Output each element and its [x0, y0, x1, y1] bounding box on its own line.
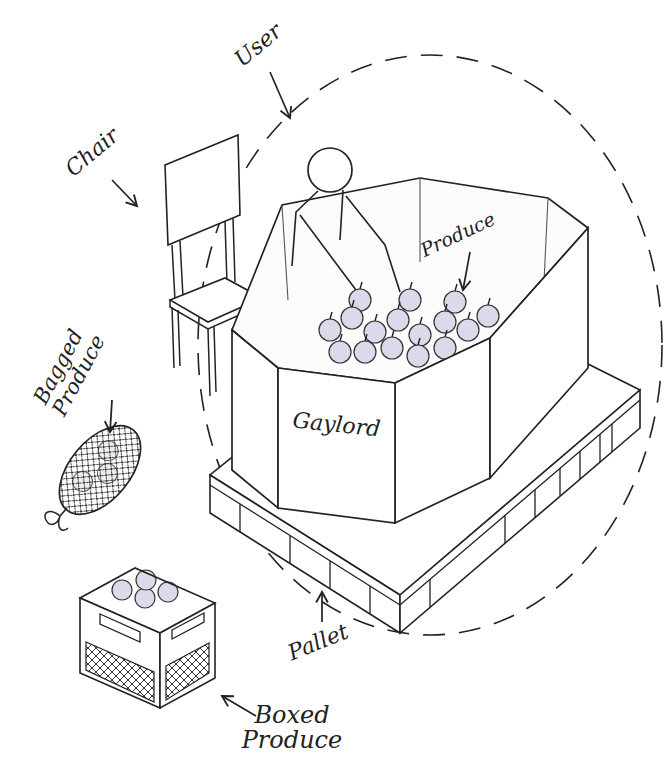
apple: [477, 305, 499, 327]
container-panel: Gaylord: [278, 365, 395, 525]
apple: [329, 341, 351, 363]
user-torso: [292, 190, 343, 266]
crate-apple: [135, 588, 155, 608]
crate-apple: [112, 580, 132, 600]
crate-lattice: [166, 643, 209, 700]
part-label: Pallet: [277, 616, 360, 667]
crate-lattice: [86, 642, 154, 702]
leader-arrow: [463, 252, 470, 290]
part-label: Boxed Produce: [237, 703, 347, 753]
apple: [409, 324, 431, 346]
leader-arrow: [270, 72, 290, 118]
apple: [354, 341, 376, 363]
crate-handle: [100, 614, 140, 642]
part-label: Bagged Produce: [29, 325, 107, 420]
gaylord-left-face: [232, 330, 278, 508]
part-label: Produce: [413, 207, 503, 263]
apple-stem: [330, 282, 490, 345]
apple: [399, 289, 421, 311]
user-head: [308, 148, 352, 192]
apple: [381, 337, 403, 359]
panel-shape: [278, 368, 395, 523]
apple: [457, 319, 479, 341]
part-label: Chair: [54, 117, 130, 186]
apple: [319, 319, 341, 341]
leader-arrow: [110, 400, 112, 432]
panel-outline: [278, 365, 395, 525]
mesh-bag: [44, 411, 157, 529]
apple: [407, 345, 429, 367]
pallet-block-lines: [240, 504, 370, 614]
leader-arrow: [321, 592, 323, 622]
apple: [434, 311, 456, 333]
gaylord-front-right-face: [395, 338, 490, 523]
part-label: User: [220, 10, 296, 79]
crate-front-face: [80, 598, 160, 708]
crate-side-face: [160, 603, 215, 708]
bag-tie: [45, 508, 68, 530]
apple: [341, 307, 363, 329]
gaylord-right-face: [490, 228, 588, 478]
leader-arrow: [112, 180, 137, 206]
work-area-circle: [198, 55, 662, 635]
leader-arrow: [222, 696, 256, 716]
chair-back: [165, 135, 240, 245]
apple: [364, 321, 386, 343]
crate-handle: [172, 613, 204, 639]
bag-body: [44, 411, 157, 529]
user-arm: [300, 196, 400, 298]
apple: [444, 291, 466, 313]
apple: [387, 309, 409, 331]
